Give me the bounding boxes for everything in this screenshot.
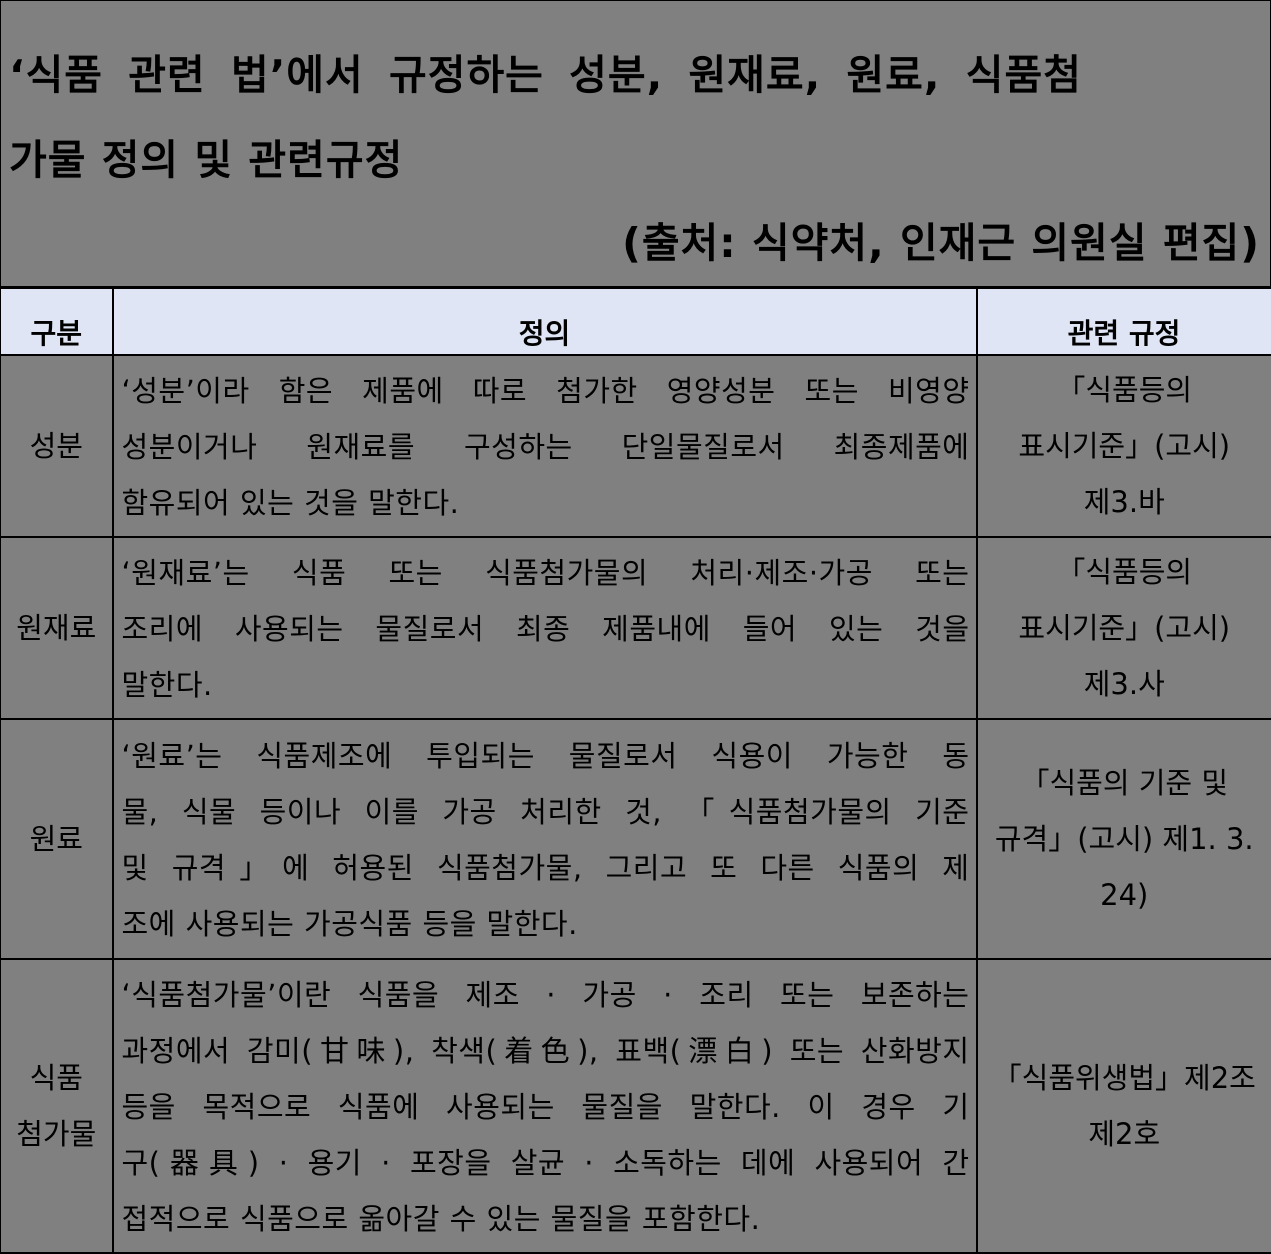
category-cell: 원료 — [1, 719, 113, 959]
regulation-cell: 「식품등의 표시기준」(고시) 제3.바 — [977, 355, 1271, 537]
table-header-row: 구분 정의 관련 규정 — [1, 288, 1271, 355]
category-cell: 원재료 — [1, 537, 113, 719]
header-definition: 정의 — [113, 288, 977, 355]
title-block: ‘식품 관련 법’에서 규정하는 성분, 원재료, 원료, 식품첨 가물 정의 … — [0, 0, 1271, 288]
definition-cell: ‘성분’이라 함은 제품에 따로 첨가한 영양성분 또는 비영양 성분이거나 원… — [113, 355, 977, 537]
header-regulation: 관련 규정 — [977, 288, 1271, 355]
category-cell: 성분 — [1, 355, 113, 537]
table-row: 원재료 ‘원재료’는 식품 또는 식품첨가물의 처리·제조·가공 또는 조리에 … — [1, 537, 1271, 719]
definition-cell: ‘원료’는 식품제조에 투입되는 물질로서 식용이 가능한 동 물, 식물 등이… — [113, 719, 977, 959]
table-row: 식품 첨가물 ‘식품첨가물’이란 식품을 제조 · 가공 · 조리 또는 보존하… — [1, 959, 1271, 1253]
table-row: 성분 ‘성분’이라 함은 제품에 따로 첨가한 영양성분 또는 비영양 성분이거… — [1, 355, 1271, 537]
category-cell: 식품 첨가물 — [1, 959, 113, 1253]
header-category: 구분 — [1, 288, 113, 355]
definitions-table: 구분 정의 관련 규정 성분 ‘성분’이라 함은 제품에 따로 첨가한 영양성분… — [0, 287, 1271, 1254]
title-line-1: ‘식품 관련 법’에서 규정하는 성분, 원재료, 원료, 식품첨 — [9, 45, 1265, 105]
title-line-2: 가물 정의 및 관련규정 — [9, 130, 403, 190]
regulation-cell: 「식품의 기준 및 규격」(고시) 제1. 3. 24) — [977, 719, 1271, 959]
regulation-cell: 「식품위생법」제2조 제2호 — [977, 959, 1271, 1253]
regulation-cell: 「식품등의 표시기준」(고시) 제3.사 — [977, 537, 1271, 719]
source-attribution: (출처: 식약처, 인재근 의원실 편집) — [622, 213, 1260, 273]
definition-cell: ‘원재료’는 식품 또는 식품첨가물의 처리·제조·가공 또는 조리에 사용되는… — [113, 537, 977, 719]
table-row: 원료 ‘원료’는 식품제조에 투입되는 물질로서 식용이 가능한 동 물, 식물… — [1, 719, 1271, 959]
definition-cell: ‘식품첨가물’이란 식품을 제조 · 가공 · 조리 또는 보존하는 과정에서 … — [113, 959, 977, 1253]
